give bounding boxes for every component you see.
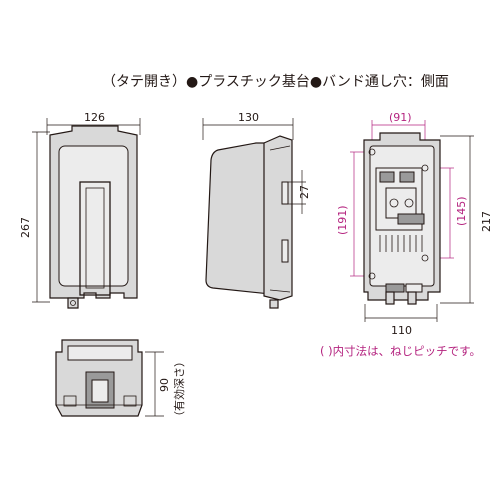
back-view: (91) (191) (145) 217 <box>336 111 493 337</box>
depth-note-label: （有効深さ） <box>172 356 186 422</box>
inner-top-label: (91) <box>389 111 412 124</box>
overall-height-label: 217 <box>480 211 493 232</box>
inner-right-label: (145) <box>455 196 468 226</box>
pitch-note: ( )内寸法は、ねじピッチです。 <box>320 344 481 358</box>
drawing-heading: （タテ開き）●プラスチック基台●バンド通し穴：側面 <box>102 73 449 90</box>
side-hole-label: 27 <box>298 185 311 199</box>
front-height-label: 267 <box>19 217 32 238</box>
vent-slots <box>379 235 423 252</box>
bottom-view: 90 （有効深さ） <box>55 339 186 422</box>
depth-label: 90 <box>158 378 171 392</box>
front-width-label: 126 <box>84 111 105 124</box>
base-width-label: 110 <box>391 324 412 337</box>
side-width-label: 130 <box>238 111 259 124</box>
side-view: 130 27 <box>202 111 311 309</box>
inner-left-label: (191) <box>336 205 349 235</box>
front-view: 126 267 <box>19 111 141 309</box>
